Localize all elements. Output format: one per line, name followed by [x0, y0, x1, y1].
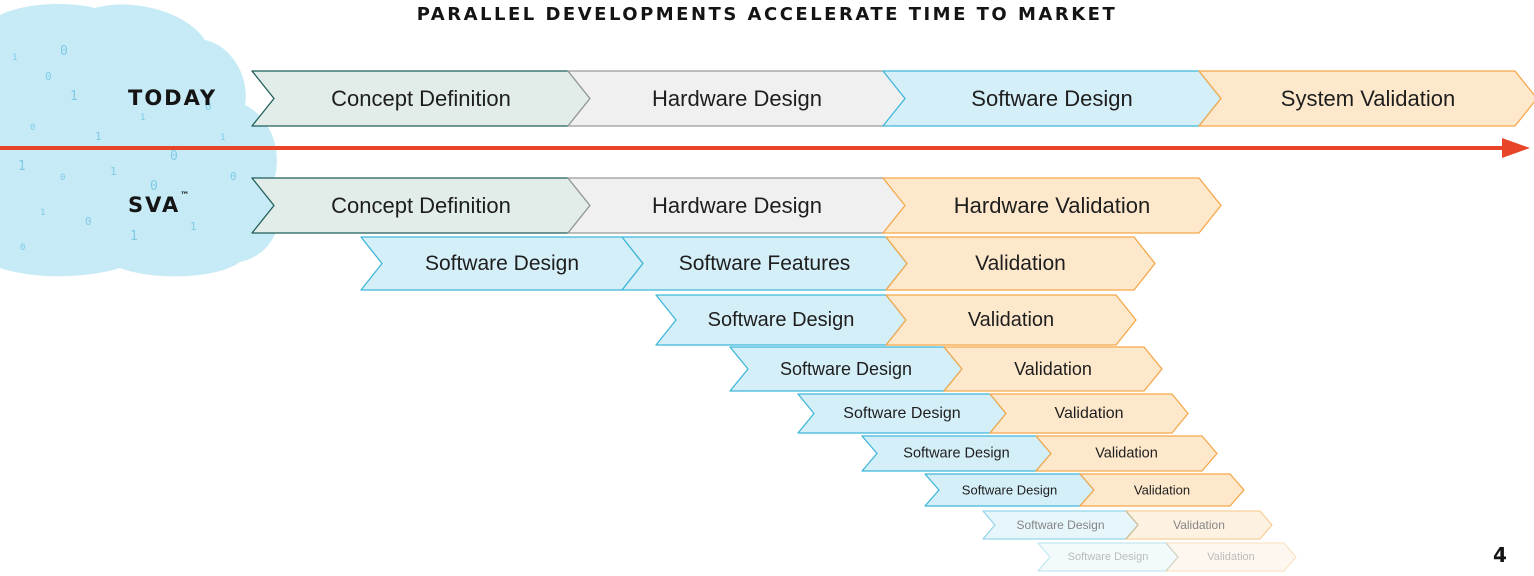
- track-3-phase-2-label: Validation: [1014, 359, 1092, 379]
- row-label-sva-text: SVA: [128, 193, 181, 217]
- row-label-today-text: TODAY: [128, 86, 218, 110]
- trademark-symbol: ™: [180, 191, 190, 201]
- cloud-digit: 0: [230, 170, 237, 183]
- cloud-digit: 1: [12, 53, 17, 63]
- today-phase-2: Hardware Design: [567, 70, 907, 127]
- cloud-digit: 0: [20, 243, 25, 253]
- timeline-arrow: [0, 138, 1530, 158]
- sva-phase-3: Hardware Validation: [882, 177, 1222, 234]
- track-2-phase-2-shape: [885, 294, 1137, 346]
- track-7-phase-1: Software Design: [982, 510, 1139, 540]
- track-1-phase-3-label: Validation: [975, 252, 1066, 275]
- track-4-phase-1-label: Software Design: [843, 405, 960, 422]
- cloud-digit: 1: [95, 130, 102, 143]
- page-number: 4: [1493, 543, 1507, 567]
- today-phase-4: System Validation: [1198, 70, 1534, 127]
- timeline-arrowhead: [1502, 138, 1530, 158]
- sva-phase-3-label: Hardware Validation: [954, 193, 1150, 218]
- sva-phase-2: Hardware Design: [567, 177, 907, 234]
- cloud-digit: 0: [150, 179, 158, 194]
- track-3-phase-1: Software Design: [729, 346, 963, 392]
- today-phase-3: Software Design: [882, 70, 1222, 127]
- track-8-phase-1: Software Design: [1037, 542, 1179, 572]
- today-phase-3-label: Software Design: [971, 86, 1132, 111]
- sva-phase-1: Concept Definition: [251, 177, 591, 234]
- cloud-digit: 1: [70, 89, 78, 104]
- track-8-phase-1-shape: [1037, 542, 1179, 572]
- track-6-phase-1: Software Design: [924, 473, 1095, 507]
- cloud-digit: 1: [110, 165, 117, 178]
- cloud-digit: 0: [85, 215, 92, 228]
- track-2-phase-1: Software Design: [655, 294, 907, 346]
- cloud-shape: [0, 4, 279, 277]
- track-1-phase-1: Software Design: [360, 236, 644, 291]
- sva-phase-2-label: Hardware Design: [652, 193, 822, 218]
- track-6-phase-2: Validation: [1079, 473, 1245, 507]
- track-1-phase-2-label: Software Features: [679, 252, 851, 275]
- track-8-phase-2-shape: [1165, 542, 1297, 572]
- cloud-digit: 0: [60, 173, 65, 183]
- cloud-digit: 0: [30, 123, 35, 133]
- track-4-phase-1: Software Design: [797, 393, 1007, 434]
- track-5-phase-2-label: Validation: [1095, 446, 1158, 462]
- track-3-phase-1-label: Software Design: [780, 359, 912, 379]
- track-4-phase-2-shape: [989, 393, 1189, 434]
- today-phase-1-label: Concept Definition: [331, 86, 511, 111]
- cloud-digit: 1: [190, 220, 197, 233]
- sva-phase-3-shape: [882, 177, 1222, 234]
- sva-phase-1-label: Concept Definition: [331, 193, 511, 218]
- today-phase-4-label: System Validation: [1281, 86, 1455, 111]
- cloud-digit: 0: [205, 100, 212, 113]
- track-1-phase-1-label: Software Design: [425, 252, 579, 275]
- track-5-phase-2-shape: [1035, 435, 1218, 472]
- track-6-phase-2-shape: [1079, 473, 1245, 507]
- cloud-digit: 1: [140, 113, 145, 123]
- page-title: PARALLEL DEVELOPMENTS ACCELERATE TIME TO…: [416, 4, 1118, 25]
- cloud-digit: 1: [18, 159, 26, 174]
- track-8-phase-1-label: Software Design: [1068, 551, 1149, 563]
- track-6-phase-2-label: Validation: [1134, 483, 1190, 498]
- cloud-digit: 0: [45, 70, 52, 83]
- row-label-sva: SVA™: [128, 191, 190, 217]
- track-7-phase-2: Validation: [1125, 510, 1273, 540]
- cloud-digit: 1: [130, 229, 138, 244]
- track-1-phase-2: Software Features: [621, 236, 908, 291]
- track-5-phase-1-label: Software Design: [903, 446, 1009, 462]
- today-phase-4-shape: [1198, 70, 1534, 127]
- track-8-phase-2: Validation: [1165, 542, 1297, 572]
- cloud-digit: 0: [170, 149, 178, 164]
- cloud-digit: 1: [220, 133, 225, 143]
- track-7-phase-2-shape: [1125, 510, 1273, 540]
- track-2-phase-2: Validation: [885, 294, 1137, 346]
- track-5-phase-2: Validation: [1035, 435, 1218, 472]
- track-3-phase-2-shape: [943, 346, 1163, 392]
- track-7-phase-2-label: Validation: [1173, 518, 1225, 532]
- today-phase-2-label: Hardware Design: [652, 86, 822, 111]
- track-8-phase-2-label: Validation: [1207, 551, 1255, 563]
- track-7-phase-1-label: Software Design: [1016, 518, 1104, 532]
- track-6-phase-1-label: Software Design: [962, 483, 1057, 498]
- track-3-phase-2: Validation: [943, 346, 1163, 392]
- row-label-today: TODAY: [128, 86, 217, 110]
- track-1-phase-3-shape: [885, 236, 1156, 291]
- track-2-phase-2-label: Validation: [968, 309, 1054, 331]
- track-2-phase-1-label: Software Design: [708, 309, 855, 331]
- track-4-phase-2: Validation: [989, 393, 1189, 434]
- cloud-digit: 1: [40, 208, 45, 218]
- today-phase-1: Concept Definition: [251, 70, 591, 127]
- track-1-phase-3: Validation: [885, 236, 1156, 291]
- track-4-phase-2-label: Validation: [1054, 405, 1123, 422]
- track-5-phase-1: Software Design: [861, 435, 1052, 472]
- cloud-digit: 0: [60, 44, 68, 59]
